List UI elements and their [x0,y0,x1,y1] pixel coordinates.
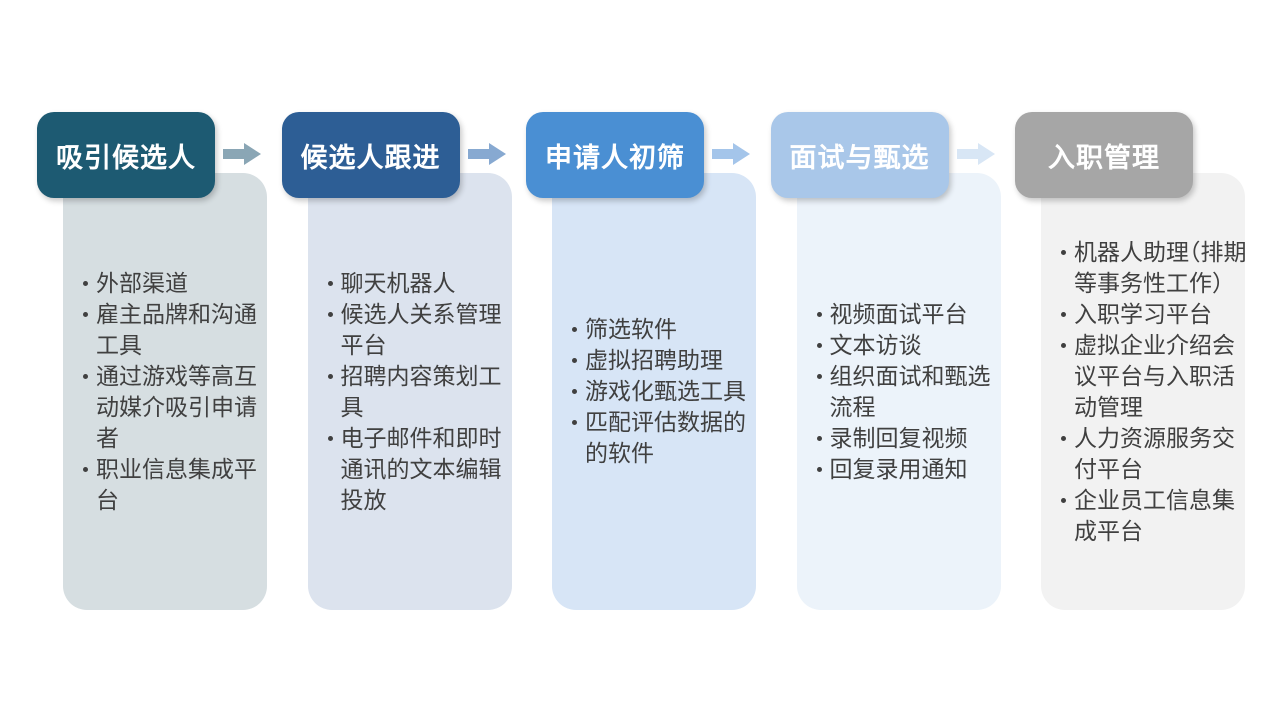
bullet-item: 录制回复视频 [816,423,1004,454]
bullet-item: 视频面试平台 [816,299,1004,330]
bullet-item: 雇主品牌和沟通工具 [82,299,270,361]
stage-items: 机器人助理（排期等事务性工作）入职学习平台虚拟企业介绍会议平台与入职活动管理人力… [1041,237,1248,547]
bullet-item: 聊天机器人 [327,268,515,299]
stage-items: 筛选软件虚拟招聘助理游戏化甄选工具匹配评估数据的的软件 [552,314,759,469]
stage-header: 申请人初筛 [526,112,704,198]
stage-header: 面试与甄选 [770,112,949,198]
bullet-item: 回复录用通知 [816,454,1004,485]
bullet-item: 通过游戏等高互动媒介吸引申请者 [82,361,270,454]
stage-items: 外部渠道雇主品牌和沟通工具通过游戏等高互动媒介吸引申请者职业信息集成平台 [63,268,270,516]
bullet-item: 机器人助理（排期等事务性工作） [1060,237,1248,299]
stage-body: 聊天机器人候选人关系管理平台招聘内容策划工具电子邮件和即时通讯的文本编辑投放 [307,173,515,610]
stage-header: 候选人跟进 [281,112,460,198]
bullet-item: 职业信息集成平台 [82,454,270,516]
stage-column-1: 外部渠道雇主品牌和沟通工具通过游戏等高互动媒介吸引申请者职业信息集成平台 吸引候… [37,112,267,612]
arrow-stage4-stage5 [956,143,995,165]
stage-title: 吸引候选人 [56,142,196,173]
stage-items: 聊天机器人候选人关系管理平台招聘内容策划工具电子邮件和即时通讯的文本编辑投放 [308,268,515,516]
arrow-stage1-stage2 [223,143,261,165]
stage-column-5: 机器人助理（排期等事务性工作）入职学习平台虚拟企业介绍会议平台与入职活动管理人力… [1015,112,1248,612]
stage-body: 筛选软件虚拟招聘助理游戏化甄选工具匹配评估数据的的软件 [552,173,756,610]
bullet-item: 招聘内容策划工具 [327,361,515,423]
stage-body: 外部渠道雇主品牌和沟通工具通过游戏等高互动媒介吸引申请者职业信息集成平台 [63,173,267,610]
bullet-item: 入职学习平台 [1060,299,1248,330]
bullet-item: 人力资源服务交付平台 [1060,423,1248,485]
stage-title: 申请人初筛 [545,142,685,173]
bullet-item: 虚拟招聘助理 [571,345,759,376]
arrow-stage2-stage3 [467,143,506,165]
bullet-item: 候选人关系管理平台 [327,299,515,361]
bullet-item: 电子邮件和即时通讯的文本编辑投放 [327,423,515,516]
stage-column-2: 聊天机器人候选人关系管理平台招聘内容策划工具电子邮件和即时通讯的文本编辑投放 候… [281,112,515,612]
stage-items: 视频面试平台文本访谈组织面试和甄选流程录制回复视频回复录用通知 [797,299,1004,485]
stage-header: 入职管理 [1015,112,1193,198]
bullet-item: 筛选软件 [571,314,759,345]
stage-column-4: 视频面试平台文本访谈组织面试和甄选流程录制回复视频回复录用通知 面试与甄选 [770,112,1004,612]
bullet-item: 匹配评估数据的的软件 [571,407,759,469]
bullet-item: 游戏化甄选工具 [571,376,759,407]
stage-column-3: 筛选软件虚拟招聘助理游戏化甄选工具匹配评估数据的的软件 申请人初筛 [526,112,756,612]
stage-body: 视频面试平台文本访谈组织面试和甄选流程录制回复视频回复录用通知 [796,173,1004,610]
bullet-item: 企业员工信息集成平台 [1060,485,1248,547]
stage-title: 入职管理 [1048,142,1160,173]
stage-title: 候选人跟进 [300,142,441,173]
bullet-item: 虚拟企业介绍会议平台与入职活动管理 [1060,330,1248,423]
stage-header: 吸引候选人 [37,112,215,198]
stage-title: 面试与甄选 [789,142,930,173]
arrow-stage3-stage4 [712,143,750,165]
bullet-item: 组织面试和甄选流程 [816,361,1004,423]
bullet-item: 外部渠道 [82,268,270,299]
bullet-item: 文本访谈 [816,330,1004,361]
stage-body: 机器人助理（排期等事务性工作）入职学习平台虚拟企业介绍会议平台与入职活动管理人力… [1041,173,1248,610]
